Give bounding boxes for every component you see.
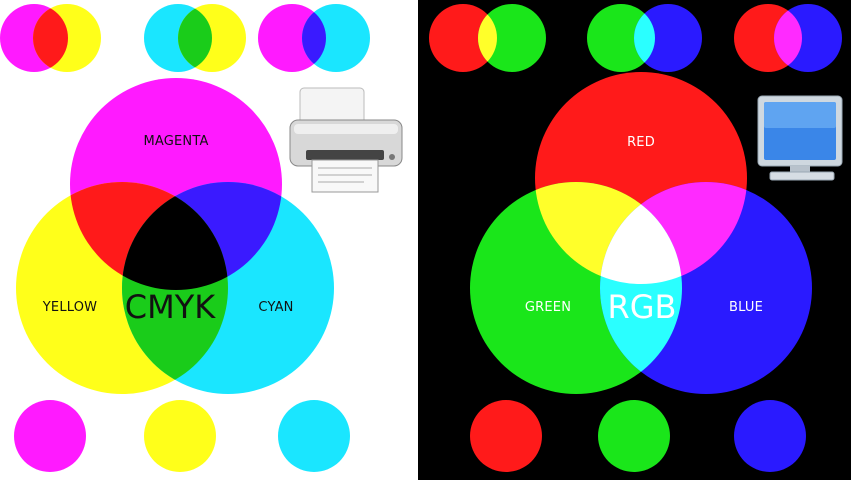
rgb-pair-red-green: [429, 4, 546, 72]
yellow-label: YELLOW: [42, 300, 97, 315]
blue-swatch: [734, 400, 806, 472]
green-swatch: [598, 400, 670, 472]
cyan-label: CYAN: [258, 300, 293, 315]
cyan-swatch: [278, 400, 350, 472]
cmyk-pair-magenta-cyan: [258, 4, 370, 72]
blue-label: BLUE: [729, 300, 763, 315]
red-label: RED: [627, 135, 655, 150]
cmyk-venn: [16, 78, 334, 394]
red-swatch: [470, 400, 542, 472]
rgb-title: RGB: [608, 288, 677, 326]
magenta-swatch: [14, 400, 86, 472]
rgb-venn: [470, 72, 812, 394]
printer-icon: [289, 87, 403, 193]
magenta-label: MAGENTA: [143, 134, 208, 149]
rgb-pair-red-blue: [734, 4, 842, 72]
cmyk-pair-magenta-yellow: [0, 4, 101, 72]
monitor-icon: [757, 95, 843, 181]
rgb-pair-green-blue: [587, 4, 702, 72]
cmyk-title: CMYK: [125, 288, 217, 326]
yellow-swatch: [144, 400, 216, 472]
cmyk-pair-cyan-yellow: [144, 4, 246, 72]
green-label: GREEN: [525, 300, 571, 315]
